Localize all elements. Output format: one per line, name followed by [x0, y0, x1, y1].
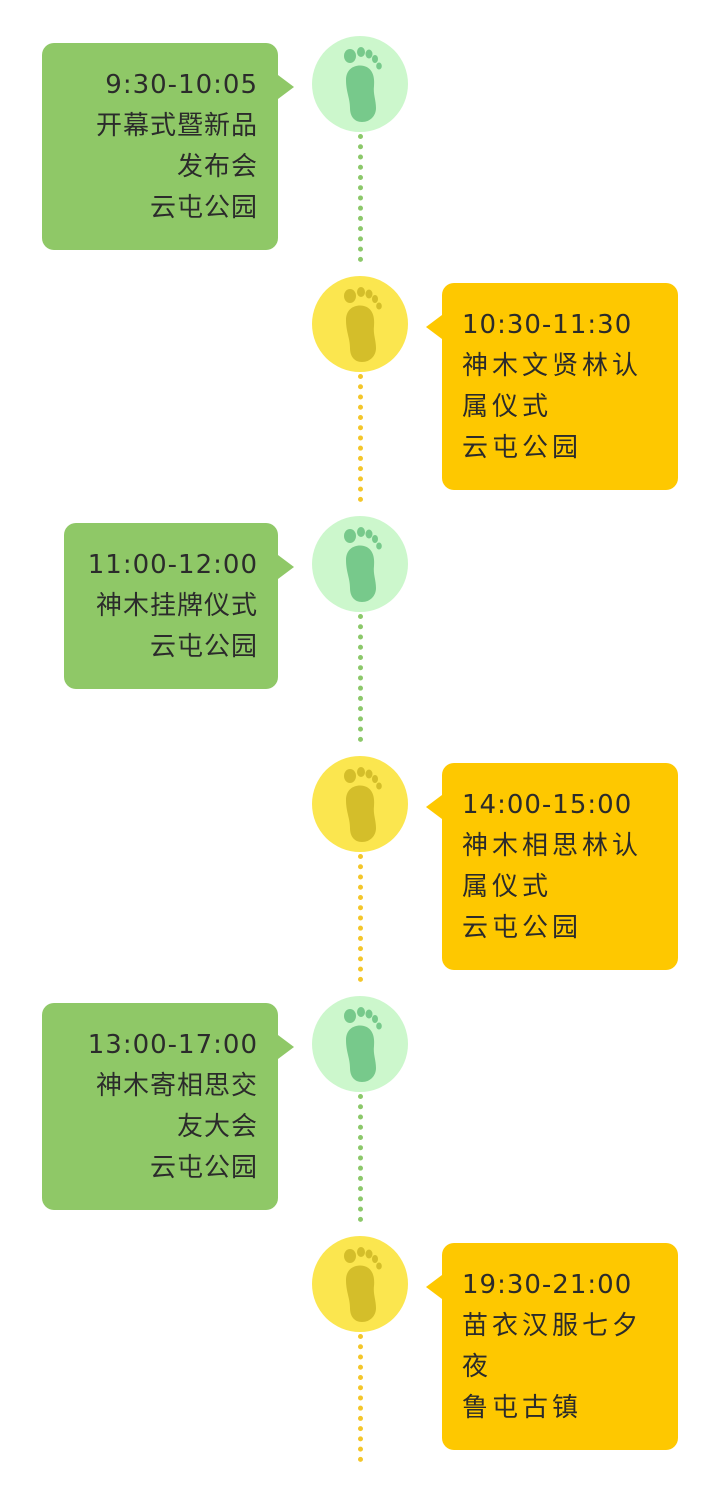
- event-title: 神木文贤林认 属仪式: [462, 351, 643, 422]
- timeline-connector: [358, 1334, 363, 1462]
- footprint-icon: [344, 1247, 382, 1322]
- event-card-1[interactable]: 9:30-10:05 开幕式暨新品 发布会 云屯公园: [42, 43, 294, 250]
- footprint-icon: [344, 287, 382, 362]
- timeline-connector: [358, 854, 363, 982]
- event-title: 苗衣汉服七夕 夜: [462, 1311, 643, 1382]
- event-place: 云屯公园: [149, 1153, 258, 1183]
- timeline-node-5: [312, 996, 408, 1092]
- footprint-icon: [344, 47, 382, 122]
- event-title: 神木相思林认 属仪式: [462, 831, 643, 902]
- event-place: 鲁屯古镇: [462, 1393, 583, 1423]
- event-time: 13:00-17:00: [87, 1030, 258, 1060]
- event-place: 云屯公园: [462, 913, 583, 943]
- event-card-3[interactable]: 11:00-12:00 神木挂牌仪式 云屯公园: [64, 523, 294, 689]
- event-title: 开幕式暨新品 发布会: [95, 111, 258, 182]
- timeline-node-4: [312, 756, 408, 852]
- event-time: 10:30-11:30: [462, 310, 633, 340]
- footprint-icon: [344, 527, 382, 602]
- event-place: 云屯公园: [149, 193, 258, 223]
- event-time: 11:00-12:00: [87, 550, 258, 580]
- event-place: 云屯公园: [462, 433, 583, 463]
- event-time: 14:00-15:00: [462, 790, 633, 820]
- timeline-connector: [358, 134, 363, 262]
- event-card-2[interactable]: 10:30-11:30 神木文贤林认 属仪式 云屯公园: [426, 283, 678, 490]
- event-card-5[interactable]: 13:00-17:00 神木寄相思交 友大会 云屯公园: [42, 1003, 294, 1210]
- event-card-6[interactable]: 19:30-21:00 苗衣汉服七夕 夜 鲁屯古镇: [426, 1243, 678, 1450]
- timeline-node-2: [312, 276, 408, 372]
- timeline-connector: [358, 1094, 363, 1222]
- event-card-4[interactable]: 14:00-15:00 神木相思林认 属仪式 云屯公园: [426, 763, 678, 970]
- event-time: 19:30-21:00: [462, 1270, 633, 1300]
- event-title: 神木挂牌仪式: [95, 591, 258, 621]
- timeline-node-6: [312, 1236, 408, 1332]
- timeline-connector: [358, 614, 363, 742]
- event-title: 神木寄相思交 友大会: [95, 1071, 258, 1142]
- event-time: 9:30-10:05: [105, 70, 258, 100]
- footprint-icon: [344, 1007, 382, 1082]
- event-place: 云屯公园: [149, 632, 258, 662]
- footprint-icon: [344, 767, 382, 842]
- timeline-connector: [358, 374, 363, 502]
- timeline-node-3: [312, 516, 408, 612]
- timeline-node-1: [312, 36, 408, 132]
